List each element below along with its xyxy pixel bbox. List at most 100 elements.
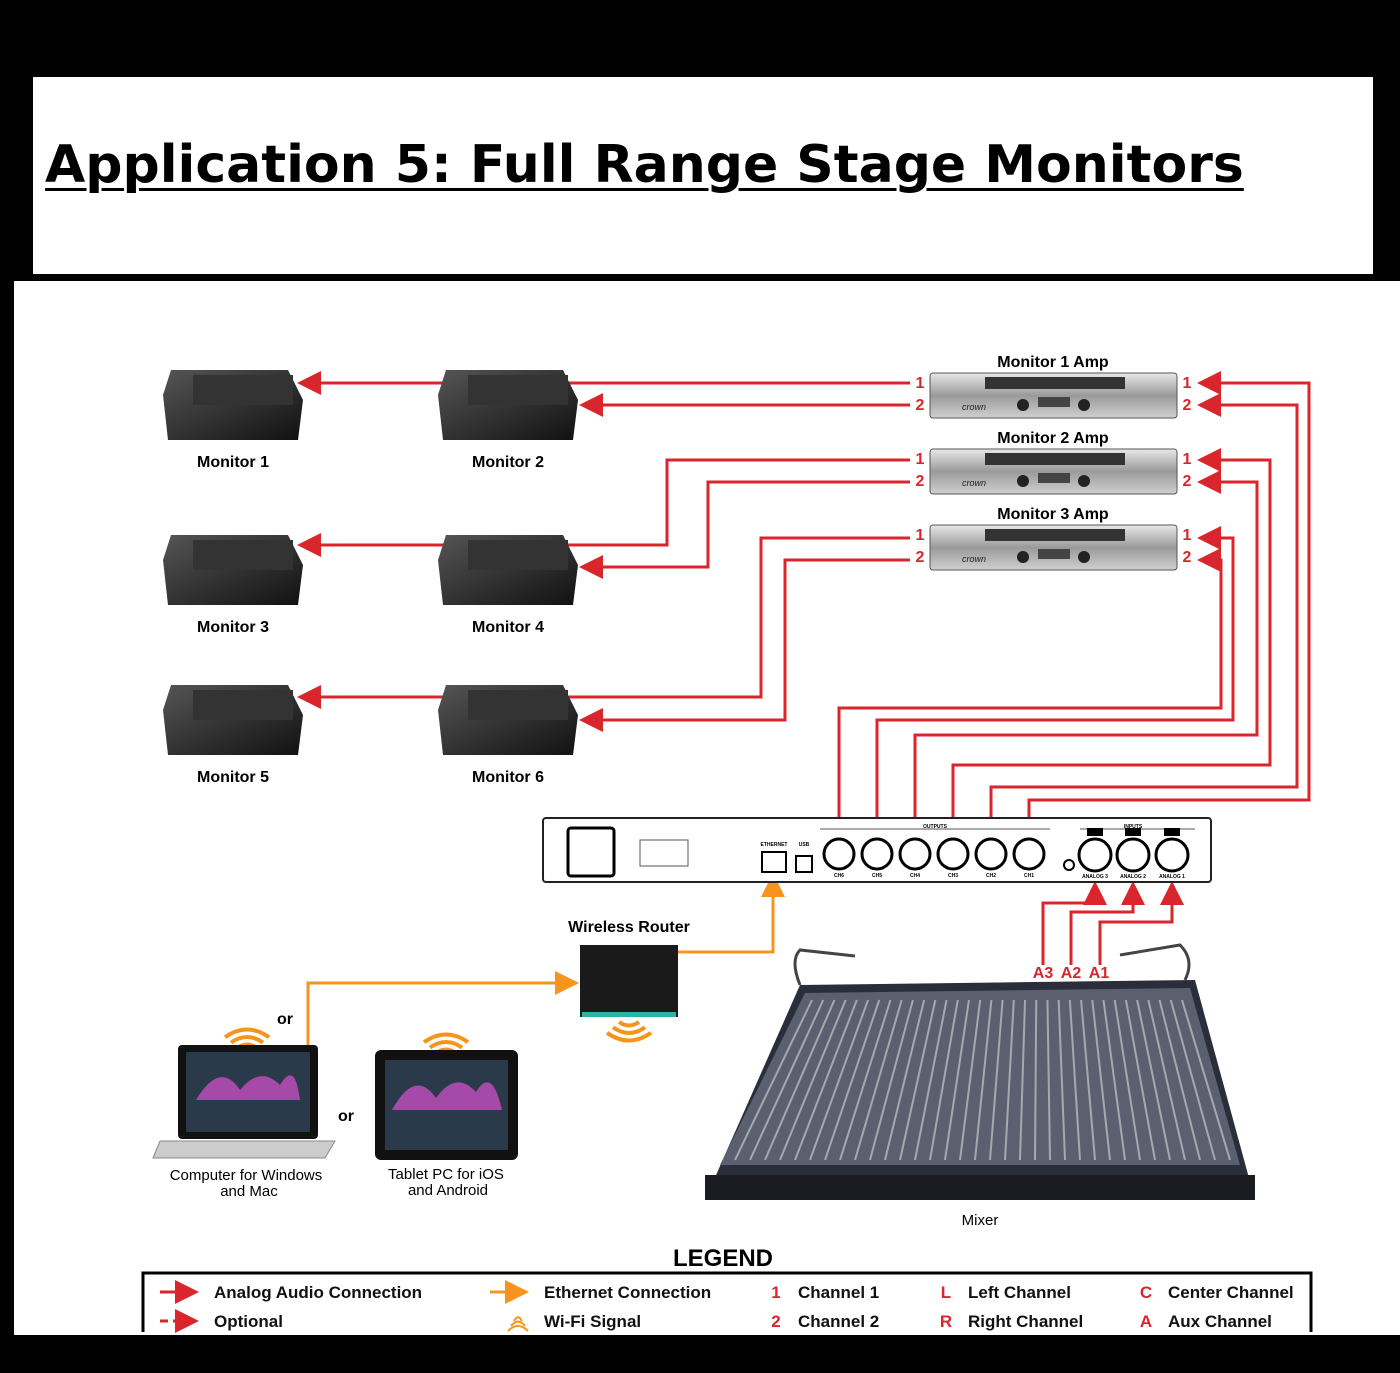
legend-label: Channel 1: [798, 1283, 879, 1302]
power-amplifier: crown: [929, 448, 1178, 495]
analog-connection: [951, 448, 1272, 838]
analog-connection: [989, 393, 1299, 838]
analog-connection: [913, 470, 1259, 838]
router-label: Wireless Router: [568, 919, 690, 936]
amp-display: [1038, 397, 1070, 407]
monitor-label: Monitor 3: [197, 619, 269, 636]
xlr-output-jack: [936, 837, 970, 871]
ethernet-connection: [678, 873, 785, 954]
legend-label: Center Channel: [1168, 1283, 1294, 1302]
usb-port[interactable]: [795, 855, 813, 873]
channel-number: 1: [1183, 375, 1192, 392]
mixer-label: Mixer: [962, 1212, 999, 1229]
channel-number: 1: [916, 375, 925, 392]
analog-connection: [1069, 881, 1145, 965]
speaker-grille: [468, 540, 568, 570]
xlr-input-jack: [1077, 837, 1113, 873]
monitor-label: Monitor 2: [472, 454, 544, 471]
analog-connection: [579, 558, 910, 732]
ground-lift-switch: [1063, 859, 1075, 871]
legend-label: Left Channel: [968, 1283, 1071, 1302]
legend-item: Ethernet Connection: [490, 1280, 711, 1304]
stage-monitor-speaker: [438, 370, 578, 440]
analog-connection: [579, 480, 910, 579]
legend-label: Channel 2: [798, 1312, 879, 1331]
channel-number: 1: [916, 451, 925, 468]
channel-number: 2: [1183, 549, 1192, 566]
xlr-output-jack: [822, 837, 856, 871]
wifi-icon: [510, 1320, 526, 1327]
amp-label: Monitor 2 Amp: [997, 430, 1109, 447]
xlr-output-jack: [898, 837, 932, 871]
stage-monitor-speaker: [163, 685, 303, 755]
speaker-grille: [193, 690, 293, 720]
knob-icon: [1078, 475, 1090, 487]
svg-text:CH6: CH6: [834, 873, 844, 879]
svg-text:OUTPUTS: OUTPUTS: [923, 824, 948, 830]
channel-number: 1: [1183, 527, 1192, 544]
svg-text:CH1: CH1: [1024, 873, 1034, 879]
tablet-label: Tablet PC for iOS: [388, 1166, 504, 1183]
xlr-input-jack: [1115, 837, 1151, 873]
tablet: [375, 1050, 518, 1160]
legend-label: Optional: [214, 1312, 283, 1331]
stage-monitor-speaker: [438, 685, 578, 755]
ethernet-port[interactable]: [761, 851, 787, 873]
legend-label: Right Channel: [968, 1312, 1083, 1331]
svg-text:CH4: CH4: [910, 873, 920, 879]
amp-display: [1038, 549, 1070, 559]
monitor-label: Monitor 1: [197, 454, 269, 471]
analog-connection: [1041, 881, 1107, 965]
legend-label: Wi-Fi Signal: [544, 1312, 641, 1331]
wifi-icon: [513, 1316, 523, 1322]
legend-key: R: [940, 1312, 952, 1331]
analog-connection: [837, 548, 1223, 838]
or-label: or: [338, 1108, 354, 1125]
xlr-output-jack: [1012, 837, 1046, 871]
legend-label: Analog Audio Connection: [214, 1283, 422, 1302]
knob-icon: [1017, 399, 1029, 411]
legend-item: Analog Audio Connection: [160, 1280, 422, 1304]
svg-text:ETHERNET: ETHERNET: [761, 842, 788, 848]
legend-key: 1: [771, 1283, 780, 1302]
stage-monitor-speaker: [163, 370, 303, 440]
amp-label: Monitor 3 Amp: [997, 506, 1109, 523]
speaker-grille: [468, 690, 568, 720]
monitor-label: Monitor 6: [472, 769, 544, 786]
channel-number: 2: [1183, 473, 1192, 490]
analog-connection: [297, 458, 910, 557]
stage-monitor-speaker: [438, 535, 578, 605]
analog-connection: [1098, 881, 1184, 965]
page-title: Application 5: Full Range Stage Monitors: [45, 135, 1244, 195]
laptop-label: and Mac: [220, 1183, 278, 1200]
wifi-icon: [605, 1020, 653, 1043]
speaker-grille: [193, 540, 293, 570]
aux-label: A2: [1061, 965, 1082, 982]
xlr-output-jack: [860, 837, 894, 871]
amp-display: [1038, 473, 1070, 483]
svg-text:CH2: CH2: [986, 873, 996, 879]
aux-label: A3: [1033, 965, 1054, 982]
monitor-label: Monitor 4: [472, 619, 544, 636]
channel-number: 1: [916, 527, 925, 544]
analog-connection: [297, 536, 910, 709]
gooseneck-lamp: [1119, 943, 1191, 981]
speaker-grille: [468, 375, 568, 405]
xlr-output-jack: [974, 837, 1008, 871]
legend-item: R Right Channel: [940, 1312, 1083, 1331]
legend-key: C: [1140, 1283, 1152, 1302]
amp-vent: [985, 453, 1125, 465]
svg-text:ANALOG 2: ANALOG 2: [1120, 874, 1146, 880]
laptop-label: Computer for Windows: [170, 1167, 323, 1184]
stage-monitor-speaker: [163, 535, 303, 605]
amp-vent: [985, 529, 1125, 541]
analog-connection: [875, 526, 1235, 838]
knob-icon: [1017, 551, 1029, 563]
amp-label: Monitor 1 Amp: [997, 354, 1109, 371]
power-amplifier: crown: [929, 524, 1178, 571]
speaker-grille: [193, 375, 293, 405]
mixing-console: [705, 943, 1255, 1200]
